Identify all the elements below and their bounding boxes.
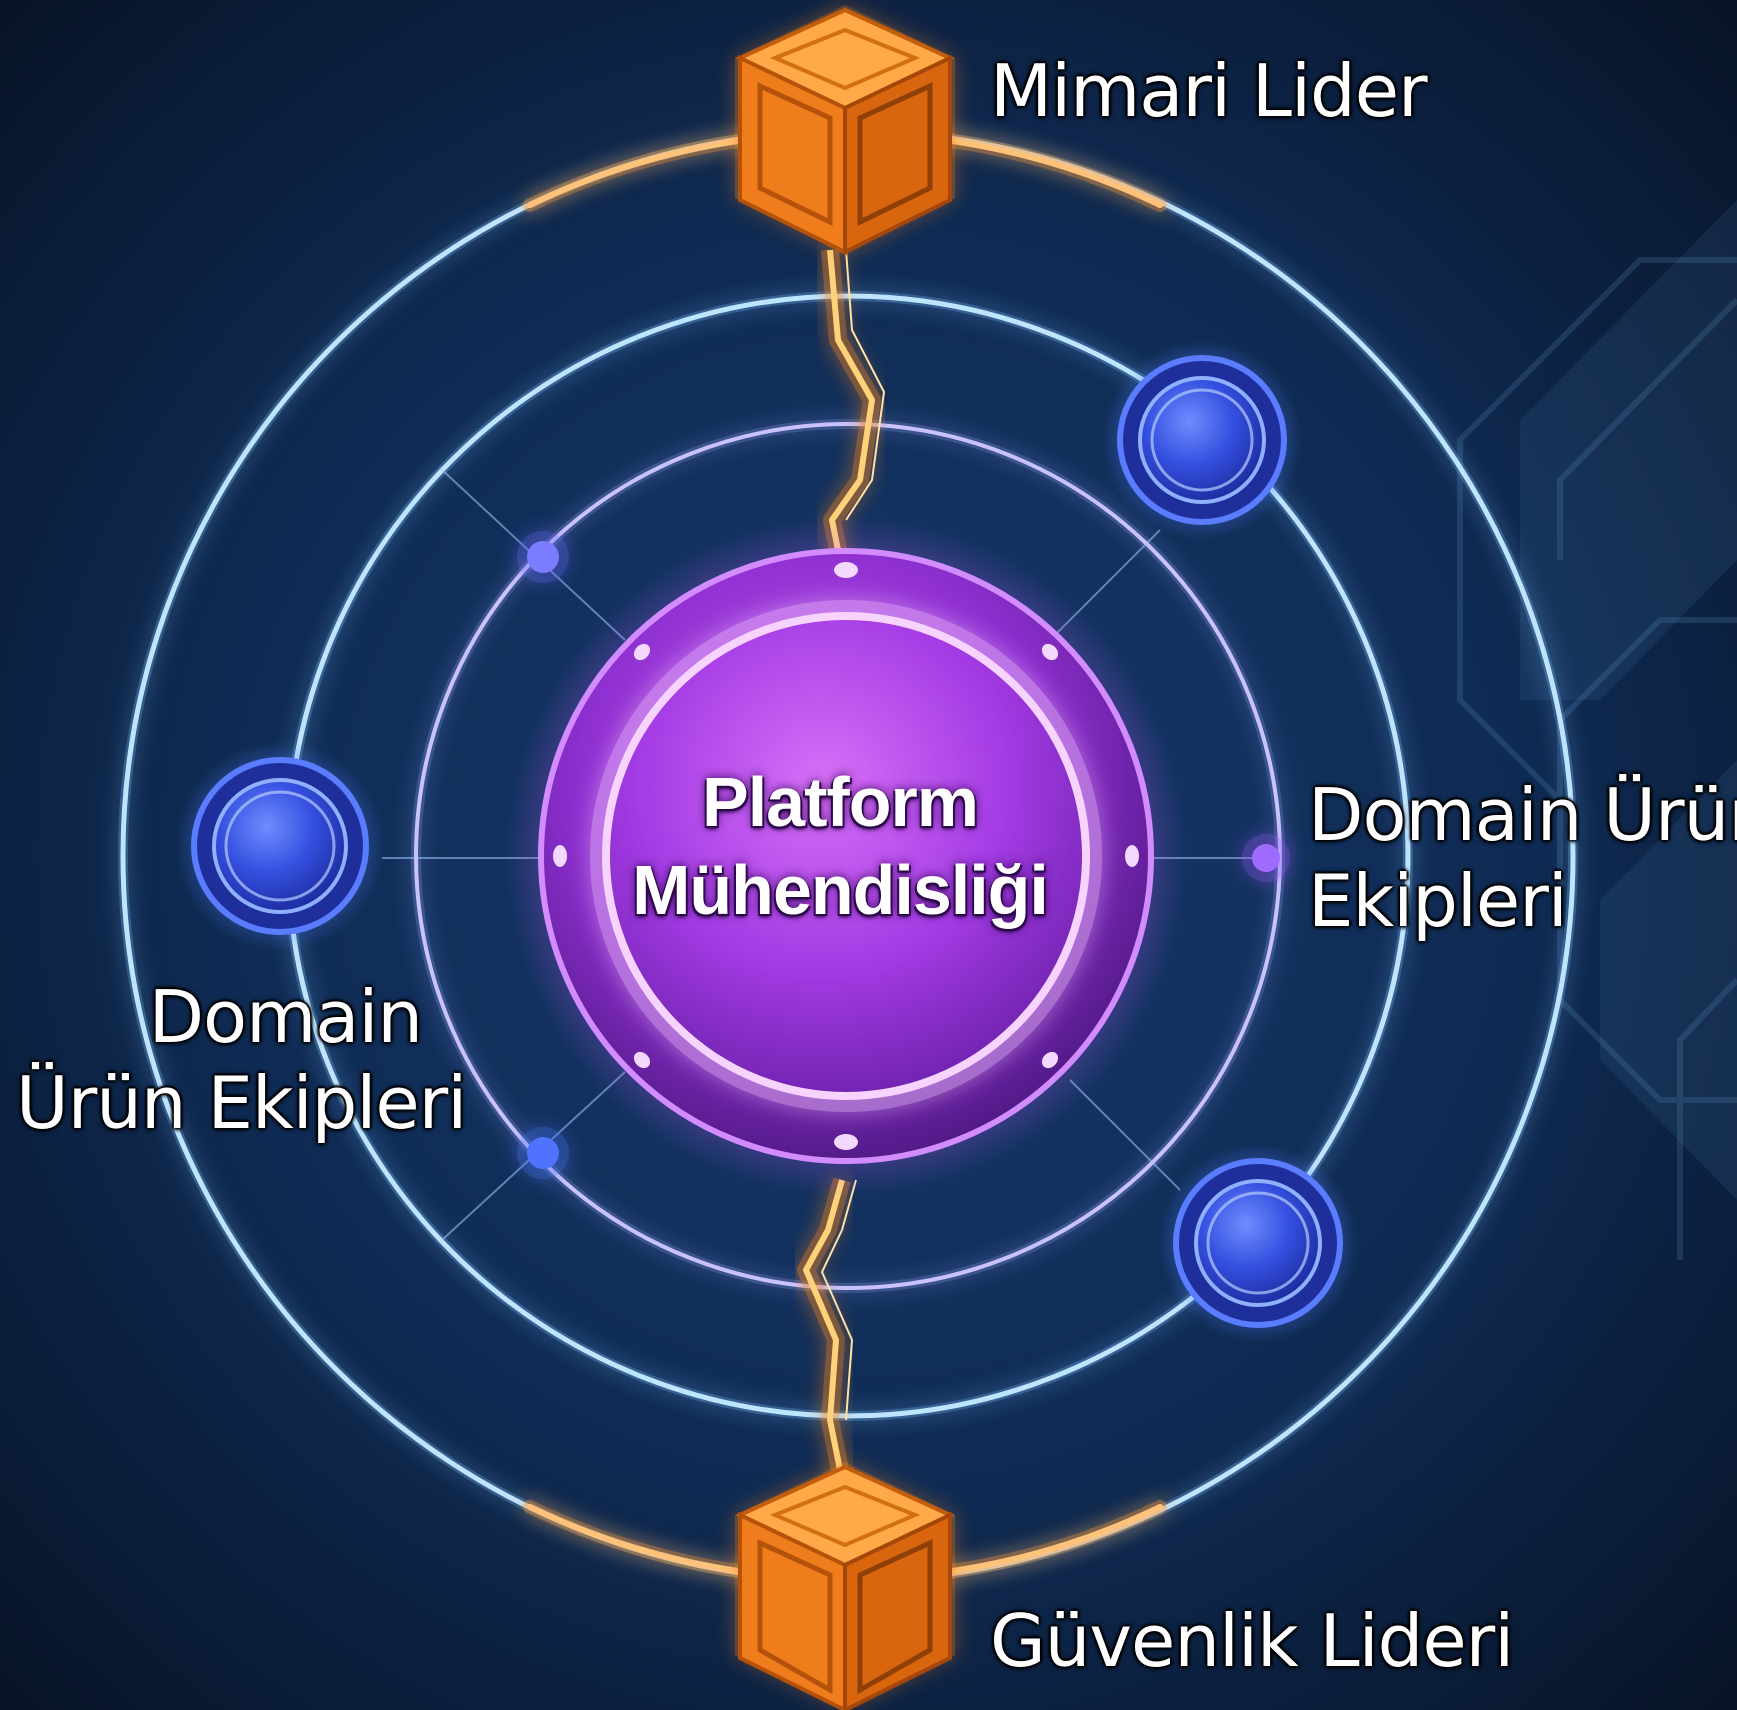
inner-ring-small-nodes [517,531,1290,1179]
left-node-label: Domain Ürün Ekipleri [16,974,467,1146]
center-title-line2: Mühendisliği [632,851,1049,929]
background-panel-shapes [1520,200,1737,1200]
top-node-label: Mimari Lider [990,48,1428,134]
orange-cube-icon [735,1462,955,1710]
top-node-label-text: Mimari Lider [990,49,1428,133]
right-node-label: Domain Ürün Ekipleri [1308,772,1737,944]
small-node [527,1137,559,1169]
blue-node-bottom-right [1158,1143,1358,1343]
bottom-node-label-text: Güvenlik Lideri [990,1599,1514,1683]
center-title: Platform Mühendisliği [580,758,1100,934]
center-title-line1: Platform [702,763,979,841]
background-circuit-panels [1457,257,1737,1260]
core-rivets [553,562,1139,1150]
bottom-node-label: Güvenlik Lideri [990,1598,1514,1684]
right-label-line2: Ekipleri [1308,859,1568,943]
small-node [527,541,559,573]
orange-cube-icon [735,5,955,256]
blue-node-left [175,741,385,951]
right-label-line1: Domain Ürün [1308,773,1737,857]
small-node [1252,844,1280,872]
left-label-line1: Domain [148,975,423,1059]
blue-node-top-right [1102,340,1302,540]
left-label-line2: Ürün Ekipleri [16,1061,467,1145]
platform-core [506,516,1186,1196]
